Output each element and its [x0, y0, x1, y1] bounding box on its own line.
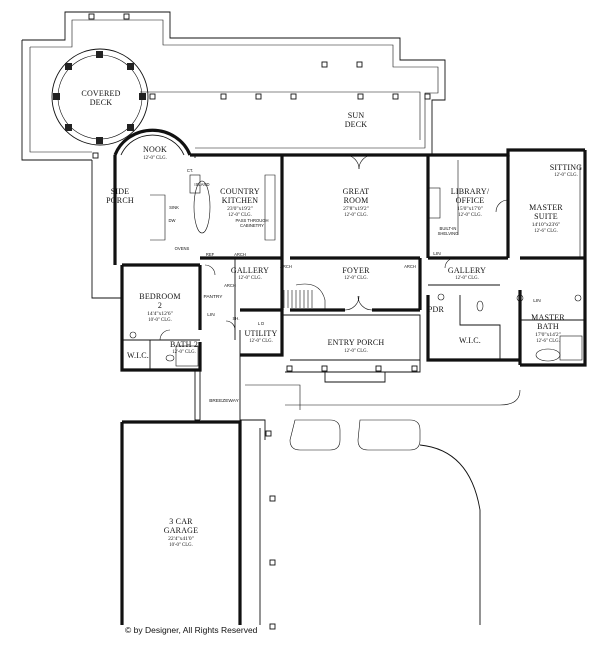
kitchen-dim: 23'0"x19'2"	[227, 206, 253, 212]
master-bath-dim: 17'0"x14'2"	[535, 332, 561, 338]
master-bath-label-2: BATH	[537, 322, 559, 331]
sun-deck-label: SUN	[348, 111, 365, 120]
copyright-text: © by Designer, All Rights Reserved	[125, 625, 258, 635]
ld-label: L D	[258, 321, 264, 326]
sun-deck-label-2: DECK	[345, 120, 368, 129]
wic-left-label: W.I.C.	[127, 351, 149, 360]
utility-clg: 12'-0" CLG.	[249, 339, 273, 344]
covered-deck-label-2: DECK	[90, 98, 113, 107]
great-room-clg: 12'-0" CLG.	[344, 213, 368, 218]
pantry-label: PANTRY	[203, 294, 223, 300]
bedroom2-label: BEDROOM	[139, 292, 180, 301]
built-in-label: BUILT-IN	[440, 226, 457, 231]
nook-label: NOOK	[143, 145, 167, 154]
nook-clg: 12'-0" CLG.	[143, 156, 167, 161]
bath2-clg: 12'-0" CLG.	[172, 350, 196, 355]
side-porch-label: SIDE	[111, 187, 130, 196]
master-bath-label: MASTER	[531, 313, 565, 322]
garage-clg: 10'-0" CLG.	[169, 543, 193, 548]
doors	[159, 154, 509, 341]
dw-label: DW	[169, 218, 176, 223]
bath2-label: BATH 2	[170, 340, 198, 349]
arch-label-3: ARCH	[404, 264, 416, 269]
pdr-label: PDR	[428, 305, 445, 314]
bedroom2-label-2: 2	[158, 301, 162, 310]
library-clg: 12'-0" CLG.	[458, 213, 482, 218]
foyer-clg: 12'-0" CLG.	[344, 276, 368, 281]
great-room-label-2: ROOM	[344, 196, 369, 205]
annotations: SINK DW OVENS REF CT. PASS THROUGH CABIN…	[169, 168, 542, 326]
entry-columns	[286, 365, 418, 372]
wic-right-label: W.I.C.	[459, 336, 481, 345]
bedroom2-clg: 10'-0" CLG.	[148, 318, 172, 323]
cabinetry-label: CABINETRY	[240, 223, 264, 228]
lin-label-2: LIN	[433, 251, 441, 257]
kitchen-label: COUNTRY	[220, 187, 260, 196]
terrace-outline	[21, 11, 446, 161]
house-walls	[91, 128, 587, 383]
side-porch-label-2: PORCH	[106, 196, 134, 205]
arch-label-1: ARCH	[234, 252, 246, 257]
fixtures	[129, 160, 583, 367]
garage-dim: 22'4"x41'0"	[168, 536, 194, 542]
shelving-label: SHELVING	[438, 231, 459, 236]
gallery-right-label: GALLERY	[448, 266, 486, 275]
pass-through-label: PASS THROUGH	[235, 218, 268, 223]
ct-label: CT.	[187, 168, 193, 173]
entry-porch-clg: 12'-0" CLG.	[344, 349, 368, 354]
library-dim: 15'0"x17'0"	[457, 206, 483, 212]
covered-deck-label: COVERED	[81, 89, 120, 98]
foyer-label: FOYER	[342, 266, 370, 275]
kitchen-clg: 12'-0" CLG.	[228, 213, 252, 218]
garage-area	[120, 355, 521, 630]
sink-label: SINK	[169, 205, 179, 210]
bedroom2-dim: 14'4"x12'6"	[147, 311, 173, 317]
island-label: ISLAND	[194, 182, 209, 187]
master-bath-clg: 12'-6" CLG.	[536, 339, 560, 344]
ovens-label: OVENS	[175, 246, 190, 251]
lin-label-1: LIN	[207, 312, 215, 318]
great-room-label: GREAT	[343, 187, 370, 196]
arch-label-4: ARCH	[224, 283, 236, 288]
gallery-right-clg: 12'-0" CLG.	[455, 276, 479, 281]
breezeway-label: BREEZEWAY	[209, 398, 239, 404]
entry-porch-label: ENTRY PORCH	[328, 338, 385, 347]
room-labels: COVERED DECK SUN DECK NOOK 12'-0" CLG. S…	[81, 89, 582, 548]
master-suite-label: MASTER	[529, 203, 563, 212]
sh-label: SH.	[233, 316, 240, 321]
garage-label-2: GARAGE	[164, 526, 199, 535]
gallery-left-label: GALLERY	[231, 266, 269, 275]
master-suite-clg: 12'-6" CLG.	[534, 229, 558, 234]
lin-label-3: LIN	[533, 298, 541, 304]
great-room-dim: 27'8"x19'2"	[343, 206, 369, 212]
library-label: LIBRARY/	[451, 187, 490, 196]
garage-label: 3 CAR	[169, 517, 193, 526]
utility-label: UTILITY	[245, 329, 278, 338]
library-label-2: OFFICE	[456, 196, 485, 205]
master-suite-label-2: SUITE	[534, 212, 558, 221]
kitchen-label-2: KITCHEN	[222, 196, 259, 205]
sitting-clg: 12'-0" CLG.	[554, 173, 578, 178]
arch-label-2: ARCH	[280, 264, 292, 269]
sitting-label: SITTING	[550, 163, 583, 172]
ref-label: REF	[206, 252, 215, 257]
gallery-left-clg: 12'-0" CLG.	[238, 276, 262, 281]
master-suite-dim: 14'10"x23'6"	[532, 222, 560, 228]
